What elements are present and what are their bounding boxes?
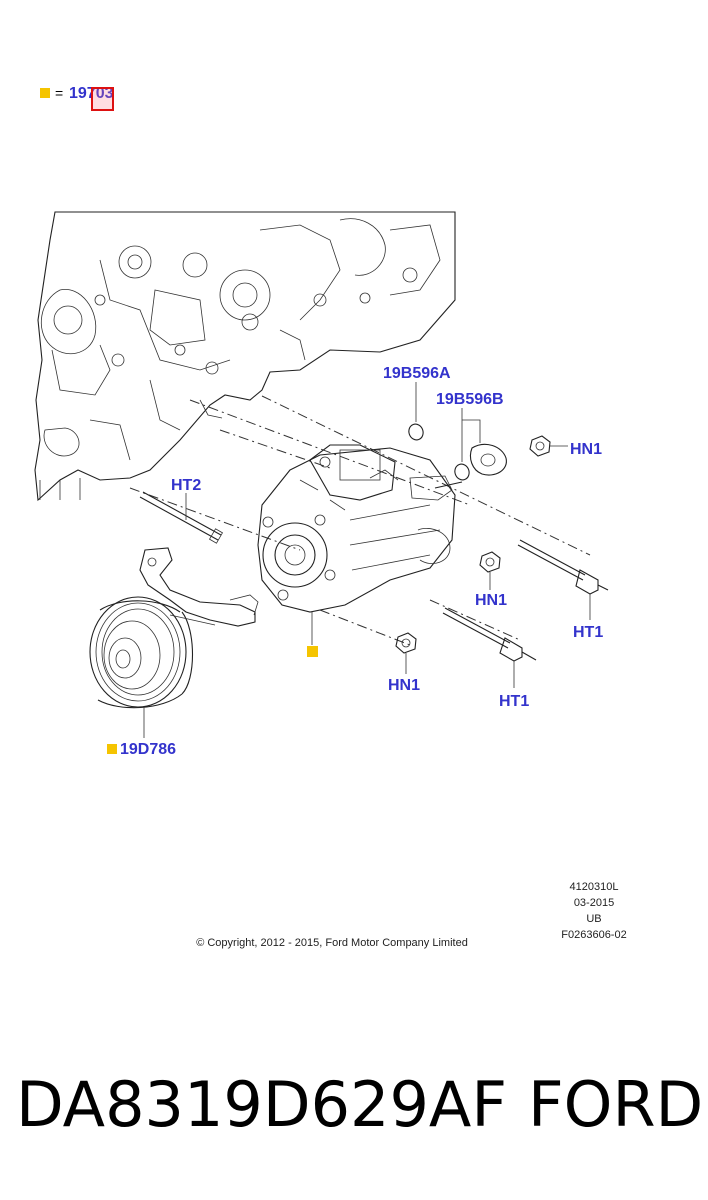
clutch-pulley-drawing (89, 596, 194, 709)
info-line-3: UB (586, 913, 601, 925)
parts-diagram: = 19703 (34, 85, 627, 949)
clutch-marker (107, 744, 117, 754)
legend-equals: = (55, 85, 63, 101)
engine-block-drawing (34, 211, 456, 502)
fastener-drawings (139, 423, 609, 662)
legend: = 19703 (40, 85, 114, 111)
info-line-1: 4120310L (570, 881, 619, 893)
label-hn1-top[interactable]: HN1 (570, 441, 602, 458)
brand-name: FORD (528, 1068, 704, 1141)
label-19d786[interactable]: 19D786 (120, 741, 176, 758)
assembly-centerlines (129, 395, 591, 646)
label-hn1-bottom[interactable]: HN1 (388, 677, 420, 694)
label-19b596a[interactable]: 19B596A (383, 365, 451, 382)
label-ht1-right[interactable]: HT1 (573, 624, 603, 641)
label-ht1-bottom[interactable]: HT1 (499, 693, 529, 710)
info-line-2: 03-2015 (574, 897, 614, 909)
copyright-text: © Copyright, 2012 - 2015, Ford Motor Com… (196, 937, 468, 949)
label-19b596b[interactable]: 19B596B (436, 391, 504, 408)
callout-labels: 19B596A 19B596B HN1 HT2 HN1 HT1 HN1 HT1 … (107, 365, 603, 758)
wiring-bracket-drawing (139, 547, 259, 627)
compressor-marker (307, 646, 318, 657)
label-hn1-mid[interactable]: HN1 (475, 592, 507, 609)
label-ht2[interactable]: HT2 (171, 477, 201, 494)
info-line-4: F0263606-02 (561, 929, 626, 941)
info-block: 4120310L 03-2015 UB F0263606-02 (561, 881, 626, 941)
highlight-box[interactable] (91, 87, 114, 111)
legend-marker (40, 88, 50, 98)
part-caption: DA8319D629AF FORD (0, 1068, 708, 1158)
part-code: DA8319D629AF (16, 1068, 508, 1141)
compressor-drawing (257, 444, 463, 613)
leader-lines (143, 382, 591, 738)
